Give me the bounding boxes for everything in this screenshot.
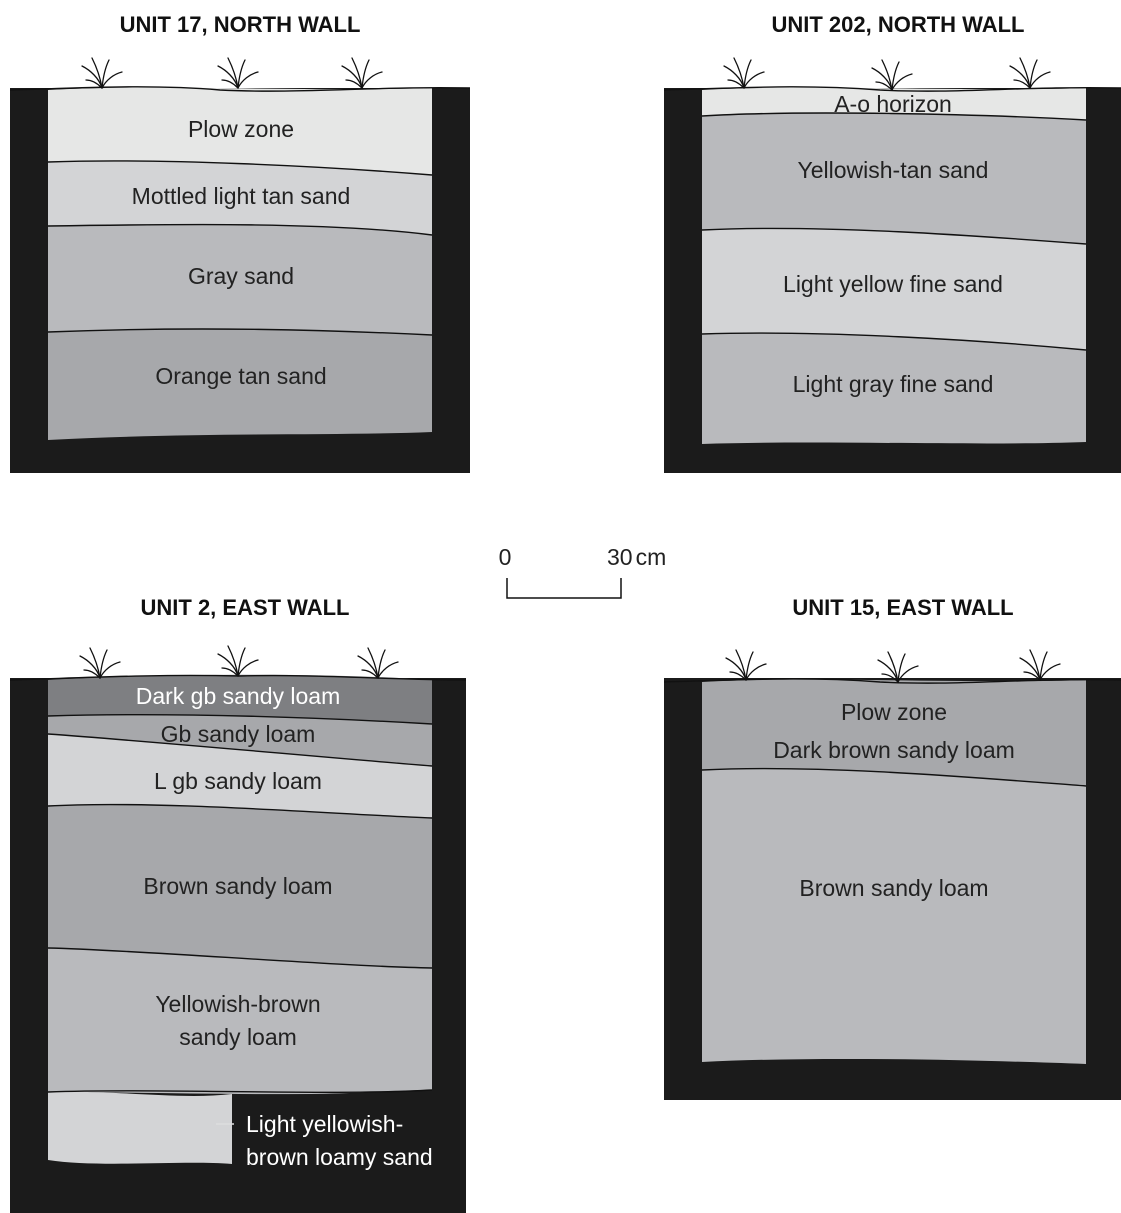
- layer-boundary: [47, 328, 433, 336]
- layer-boundary: [47, 947, 433, 969]
- grass-tuft-icon: [357, 647, 399, 679]
- profile-title: UNIT 17, NORTH WALL: [120, 12, 361, 37]
- soil-layer: [48, 328, 432, 440]
- layer-boundary: [47, 714, 433, 725]
- layer-boundary: [47, 733, 433, 767]
- layer-label: Gray sand: [188, 263, 294, 289]
- grass-tuft-icon: [217, 645, 259, 677]
- soil-layer: [48, 1091, 232, 1164]
- layer-label: Dark brown sandy loam: [773, 737, 1015, 763]
- grass-tuft-icon: [877, 651, 919, 683]
- soil-layer: [48, 948, 432, 1095]
- soil-layer: [48, 674, 432, 724]
- layer-label: Mottled light tan sand: [132, 183, 351, 209]
- soil-layer: [702, 679, 1086, 786]
- profile-title: UNIT 202, NORTH WALL: [771, 12, 1024, 37]
- scale-end-value: 30: [607, 544, 633, 570]
- layer-label: L gb sandy loam: [154, 768, 322, 794]
- layer-label: brown loamy sand: [246, 1144, 433, 1170]
- layer-label: Dark gb sandy loam: [136, 683, 341, 709]
- scale-start-label: 0: [499, 544, 512, 570]
- soil-layer: [702, 87, 1086, 120]
- grass-tuft-icon: [341, 57, 383, 89]
- soil-layer: [702, 228, 1086, 350]
- grass-tuft-icon: [1009, 57, 1051, 89]
- layer-label: Orange tan sand: [155, 363, 326, 389]
- ground-surface-line: [663, 678, 1121, 684]
- soil-layer: [702, 333, 1086, 444]
- layer-boundary: [701, 767, 1087, 787]
- soil-layer: [48, 734, 432, 818]
- layer-label: Plow zone: [188, 116, 294, 142]
- layer-label: Yellowish-brown: [155, 991, 320, 1017]
- layer-label: Plow zone: [841, 699, 947, 725]
- layer-boundary: [701, 112, 1087, 121]
- profile-unit2: UNIT 2, EAST WALL Dark gb sandy loam Gb …: [9, 595, 467, 1213]
- grass-tuft-icon: [1019, 649, 1061, 681]
- layer-label: Gb sandy loam: [161, 721, 316, 747]
- profile-title: UNIT 2, EAST WALL: [141, 595, 350, 620]
- layer-label: Light yellowish-: [246, 1111, 403, 1137]
- unexcavated-area: [232, 1090, 432, 1198]
- layer-boundary: [47, 803, 433, 819]
- soil-layer: [702, 768, 1086, 1064]
- grass-tuft-icon: [723, 57, 765, 89]
- ground-surface-line: [9, 86, 471, 92]
- layer-label: Brown sandy loam: [143, 873, 332, 899]
- layer-boundary: [47, 223, 433, 236]
- layer-boundary: [47, 160, 433, 176]
- layer-label: sandy loam: [179, 1024, 297, 1050]
- layer-boundary: [47, 1089, 433, 1094]
- grass-tuft-icon: [725, 649, 767, 681]
- soil-layer: [48, 160, 432, 235]
- layer-boundary: [701, 332, 1087, 351]
- layer-label: A-o horizon: [834, 91, 952, 117]
- grass-tuft-icon: [79, 647, 121, 679]
- ground-surface-line: [663, 86, 1121, 92]
- soil-layer: [48, 804, 432, 968]
- scale-line: [506, 578, 622, 599]
- layer-label: Yellowish-tan sand: [798, 157, 989, 183]
- soil-layer: [48, 224, 432, 335]
- profile-unit202: UNIT 202, NORTH WALL A-o horizon Yellowi…: [663, 12, 1121, 473]
- profile-unit15: UNIT 15, EAST WALL Plow zone Dark brown …: [663, 595, 1121, 1100]
- ground-surface-line: [9, 674, 467, 681]
- profile-unit17: UNIT 17, NORTH WALL Plow zone Mottled li…: [9, 12, 471, 473]
- layer-label: Light yellow fine sand: [783, 271, 1003, 297]
- soil-layer: [702, 113, 1086, 245]
- layer-label: Brown sandy loam: [799, 875, 988, 901]
- soil-layer: [48, 87, 432, 175]
- layer-boundary: [701, 227, 1087, 245]
- scale-unit: cm: [636, 544, 667, 570]
- grass-tuft-icon: [871, 59, 913, 91]
- profile-title: UNIT 15, EAST WALL: [792, 595, 1013, 620]
- soil-layer: [48, 714, 432, 766]
- layer-label: Light gray fine sand: [793, 371, 994, 397]
- grass-tuft-icon: [81, 57, 123, 89]
- grass-tuft-icon: [217, 57, 259, 89]
